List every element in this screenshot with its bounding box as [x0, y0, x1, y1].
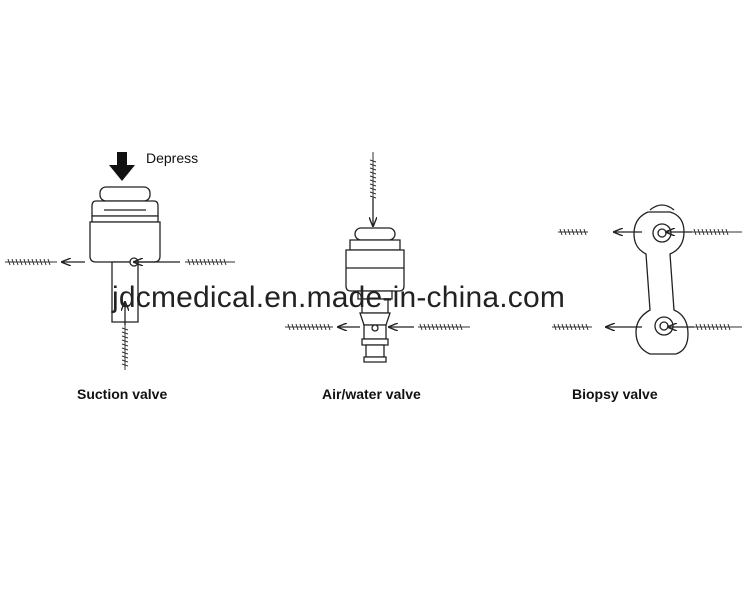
suction-valve-label: Suction valve [77, 386, 168, 402]
biopsy-brush-top-left-icon [558, 228, 588, 236]
biopsy-brush-bottom-left-icon [552, 323, 592, 331]
airwater-brush-top-icon [369, 152, 377, 202]
biopsy-valve-label: Biopsy valve [572, 386, 658, 402]
biopsy-valve-figure [552, 204, 742, 355]
airwater-valve-label: Air/water valve [322, 386, 421, 402]
depress-arrow-icon [109, 152, 135, 181]
biopsy-valve-body [633, 204, 689, 355]
airwater-brush-left-icon [285, 323, 333, 331]
biopsy-brush-top-right-icon [692, 228, 742, 236]
suction-brush-left-icon [5, 258, 57, 266]
airwater-valve-figure [285, 152, 470, 363]
suction-brush-right-icon [185, 258, 235, 266]
airwater-valve-body [345, 227, 405, 363]
suction-valve-figure [5, 152, 235, 370]
suction-brush-bottom-icon [121, 325, 129, 370]
suction-valve-body [89, 186, 161, 323]
depress-label: Depress [146, 150, 199, 166]
watermark-text: jdcmedical.en.made-in-china.com [112, 281, 566, 314]
biopsy-brush-bottom-right-icon [694, 323, 742, 331]
airwater-brush-right-icon [418, 323, 470, 331]
